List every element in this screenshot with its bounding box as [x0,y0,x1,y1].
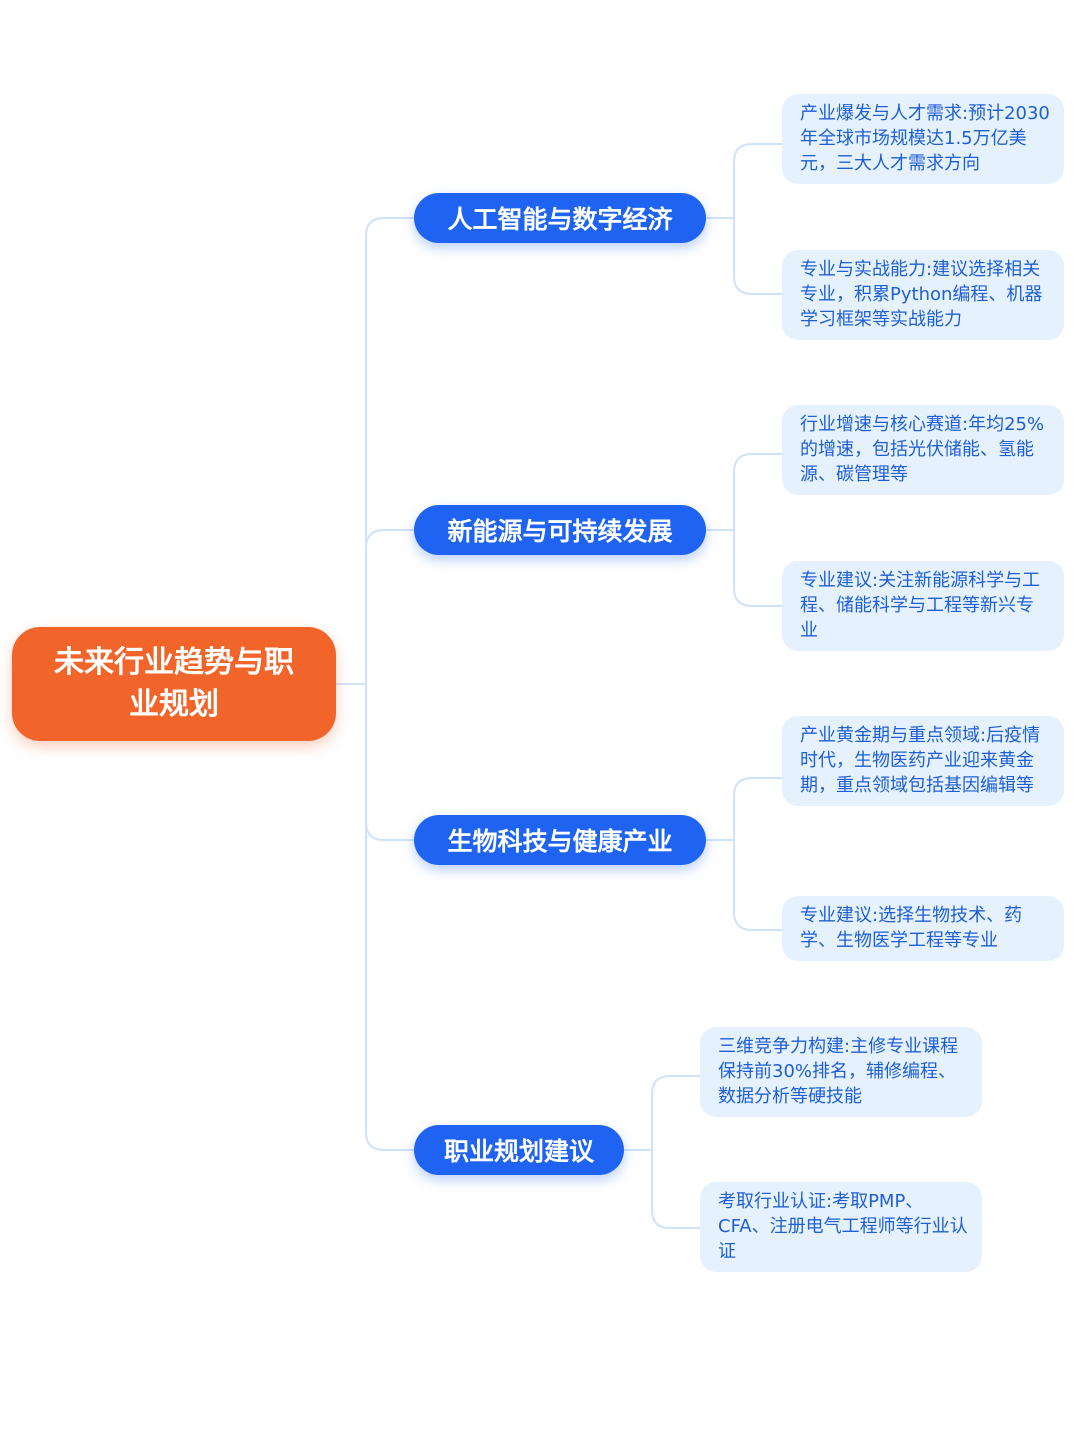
branch-node-career-planning: 职业规划建议 [414,1125,624,1175]
leaf-node-energy-2: 专业建议:关注新能源科学与工程、储能科学与工程等新兴专业 [782,561,1064,651]
connector-trunk-branch-3 [365,684,414,841]
leaf-node-biotech-1: 产业黄金期与重点领域:后疫情时代，生物医药产业迎来黄金期，重点领域包括基因编辑等 [782,716,1064,806]
leaf-text: 专业建议:关注新能源科学与工程、储能科学与工程等新兴专业 [800,570,1041,641]
connector-trunk-branch-2 [365,529,414,684]
leaf-node-ai-2: 专业与实战能力:建议选择相关专业，积累Python编程、机器学习框架等实战能力 [782,250,1064,340]
leaf-node-energy-1: 行业增速与核心赛道:年均25%的增速，包括光伏储能、氢能源、碳管理等 [782,405,1064,495]
branch-label: 人工智能与数字经济 [447,205,673,234]
root-label: 未来行业趋势与职业规划 [54,645,294,722]
connector-branch-1-leaf-2 [733,218,782,295]
branch-node-new-energy: 新能源与可持续发展 [414,505,706,555]
connector-branch-1-leaf-1 [733,143,782,218]
connector-branch-4-leaf-2 [651,1150,700,1229]
connector-trunk-branch-1 [365,217,414,684]
connector-branch-3-leaf-2 [733,840,782,931]
leaf-text: 专业建议:选择生物技术、药学、生物医学工程等专业 [800,905,1023,951]
leaf-node-biotech-2: 专业建议:选择生物技术、药学、生物医学工程等专业 [782,896,1064,961]
leaf-text: 产业爆发与人才需求:预计2030年全球市场规模达1.5万亿美元，三大人才需求方向 [800,103,1050,174]
leaf-text: 产业黄金期与重点领域:后疫情时代，生物医药产业迎来黄金期，重点领域包括基因编辑等 [800,725,1041,796]
connector-branch-2-leaf-1 [733,453,782,530]
connector-trunk-branch-4 [365,684,414,1151]
branch-label: 生物科技与健康产业 [447,827,673,856]
branch-label: 新能源与可持续发展 [447,517,673,546]
branch-node-biotech-health: 生物科技与健康产业 [414,815,706,865]
leaf-text: 三维竞争力构建:主修专业课程保持前30%排名，辅修编程、数据分析等硬技能 [718,1036,959,1107]
leaf-node-career-2: 考取行业认证:考取PMP、CFA、注册电气工程师等行业认证 [700,1182,982,1272]
leaf-text: 行业增速与核心赛道:年均25%的增速，包括光伏储能、氢能源、碳管理等 [800,414,1045,485]
branch-node-ai-digital-economy: 人工智能与数字经济 [414,193,706,243]
connector-branch-3-leaf-1 [733,777,782,840]
root-node: 未来行业趋势与职业规划 [12,627,336,741]
leaf-text: 考取行业认证:考取PMP、CFA、注册电气工程师等行业认证 [718,1191,968,1262]
leaf-node-career-1: 三维竞争力构建:主修专业课程保持前30%排名，辅修编程、数据分析等硬技能 [700,1027,982,1117]
leaf-text: 专业与实战能力:建议选择相关专业，积累Python编程、机器学习框架等实战能力 [800,259,1043,330]
leaf-node-ai-1: 产业爆发与人才需求:预计2030年全球市场规模达1.5万亿美元，三大人才需求方向 [782,94,1064,184]
connector-branch-2-leaf-2 [733,530,782,607]
connector-branch-4-leaf-1 [651,1075,700,1150]
branch-label: 职业规划建议 [443,1137,594,1166]
